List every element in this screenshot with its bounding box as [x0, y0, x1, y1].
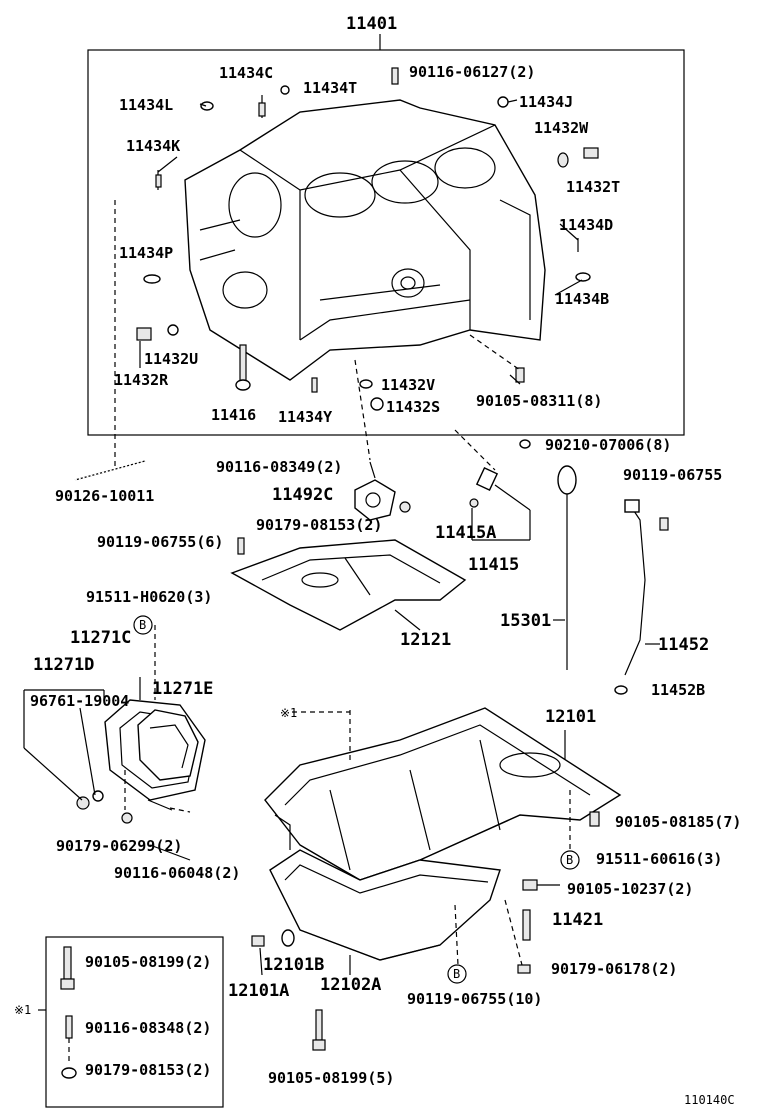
dipstick-guide-11452 — [614, 499, 669, 695]
label-11434C: 11434C — [219, 64, 273, 82]
label-90179-08153-a: 90179-08153(2) — [256, 516, 382, 534]
label-90105-08199-5: 90105-08199(5) — [268, 1069, 394, 1087]
label-90126-10011: 90126-10011 — [55, 487, 154, 505]
block-small-parts — [136, 67, 599, 411]
label-11432W: 11432W — [534, 119, 589, 137]
label-b-1: B — [139, 618, 146, 632]
stud-90126-10011 — [74, 460, 146, 481]
label-90105-08199-2: 90105-08199(2) — [85, 953, 211, 971]
label-12102A: 12102A — [320, 975, 381, 995]
ref-b-circle-3 — [447, 964, 467, 984]
label-11415A: 11415A — [435, 523, 496, 543]
baffle-plate-12121 — [230, 539, 467, 631]
label-15301: 15301 — [500, 611, 551, 631]
ref-b-circle-2 — [560, 850, 580, 870]
label-90116-08349: 90116-08349(2) — [216, 458, 342, 476]
dipstick-15301 — [553, 465, 577, 670]
part-11492C — [354, 461, 411, 521]
label-11415: 11415 — [468, 555, 519, 575]
label-91511-H0620: 91511-H0620(3) — [86, 588, 212, 606]
label-90179-06178: 90179-06178(2) — [551, 960, 677, 978]
label-b-3: B — [453, 967, 460, 981]
label-11492C: 11492C — [272, 485, 333, 505]
label-11432V: 11432V — [381, 376, 435, 394]
label-90119-06755-6: 90119-06755(6) — [97, 533, 223, 551]
star1-bolt-box — [38, 936, 224, 1108]
label-star1-a: ※1 — [280, 706, 297, 720]
label-11421: 11421 — [552, 910, 603, 930]
label-11416: 11416 — [211, 406, 256, 424]
label-11434K: 11434K — [126, 137, 180, 155]
label-11434L: 11434L — [119, 96, 173, 114]
washer-90210-07006 — [519, 439, 531, 449]
label-11434J: 11434J — [519, 93, 573, 111]
label-90179-08153-b: 90179-08153(2) — [85, 1061, 211, 1079]
label-11434T: 11434T — [303, 79, 357, 97]
bolt-90119-06755-6 — [237, 537, 245, 555]
oil-pan-lower-12102A — [269, 849, 501, 975]
label-96761-19004: 96761-19004 — [30, 692, 129, 710]
label-11434P: 11434P — [119, 244, 173, 262]
label-11434D: 11434D — [559, 216, 613, 234]
label-90119-06755-10: 90119-06755(10) — [407, 990, 542, 1008]
label-90116-06048: 90116-06048(2) — [114, 864, 240, 882]
label-11432R: 11432R — [114, 371, 169, 389]
ref-b-circle-1 — [133, 615, 153, 635]
label-11271D: 11271D — [33, 655, 94, 675]
label-11434Y: 11434Y — [278, 408, 332, 426]
label-90179-06299: 90179-06299(2) — [56, 837, 182, 855]
label-90116-08348: 90116-08348(2) — [85, 1019, 211, 1037]
label-90210-07006: 90210-07006(8) — [545, 436, 671, 454]
block-leaders — [114, 99, 583, 471]
label-12101: 12101 — [545, 707, 596, 727]
label-11432U: 11432U — [144, 350, 198, 368]
label-11432S: 11432S — [386, 398, 440, 416]
label-11271E: 11271E — [152, 679, 213, 699]
label-11401: 11401 — [346, 14, 397, 34]
label-11271C: 11271C — [70, 628, 131, 648]
part-labels: 11401 11434C 11434T 90116-06127(2) 11434… — [14, 14, 741, 1107]
label-91511-60616: 91511-60616(3) — [596, 850, 722, 868]
label-90116-06127: 90116-06127(2) — [409, 63, 535, 81]
label-11434B: 11434B — [555, 290, 609, 308]
figure-code: 110140C — [684, 1093, 735, 1107]
oil-pan-small-parts — [251, 899, 531, 1051]
label-12121: 12121 — [400, 630, 451, 650]
block-assembly-frame — [87, 49, 685, 436]
label-11432T: 11432T — [566, 178, 620, 196]
label-90105-08185: 90105-08185(7) — [615, 813, 741, 831]
part-11271-group — [23, 625, 206, 861]
cylinder-block-drawing — [184, 99, 546, 381]
label-12101A: 12101A — [228, 981, 289, 1001]
label-11452: 11452 — [658, 635, 709, 655]
label-b-2: B — [566, 853, 573, 867]
label-90119-06755-a: 90119-06755 — [623, 466, 722, 484]
label-90105-08311: 90105-08311(8) — [476, 392, 602, 410]
part-11415A — [469, 466, 531, 541]
label-star1-b: ※1 — [14, 1003, 31, 1017]
label-12101B: 12101B — [263, 955, 324, 975]
label-90105-10237: 90105-10237(2) — [567, 880, 693, 898]
label-11452B: 11452B — [651, 681, 705, 699]
